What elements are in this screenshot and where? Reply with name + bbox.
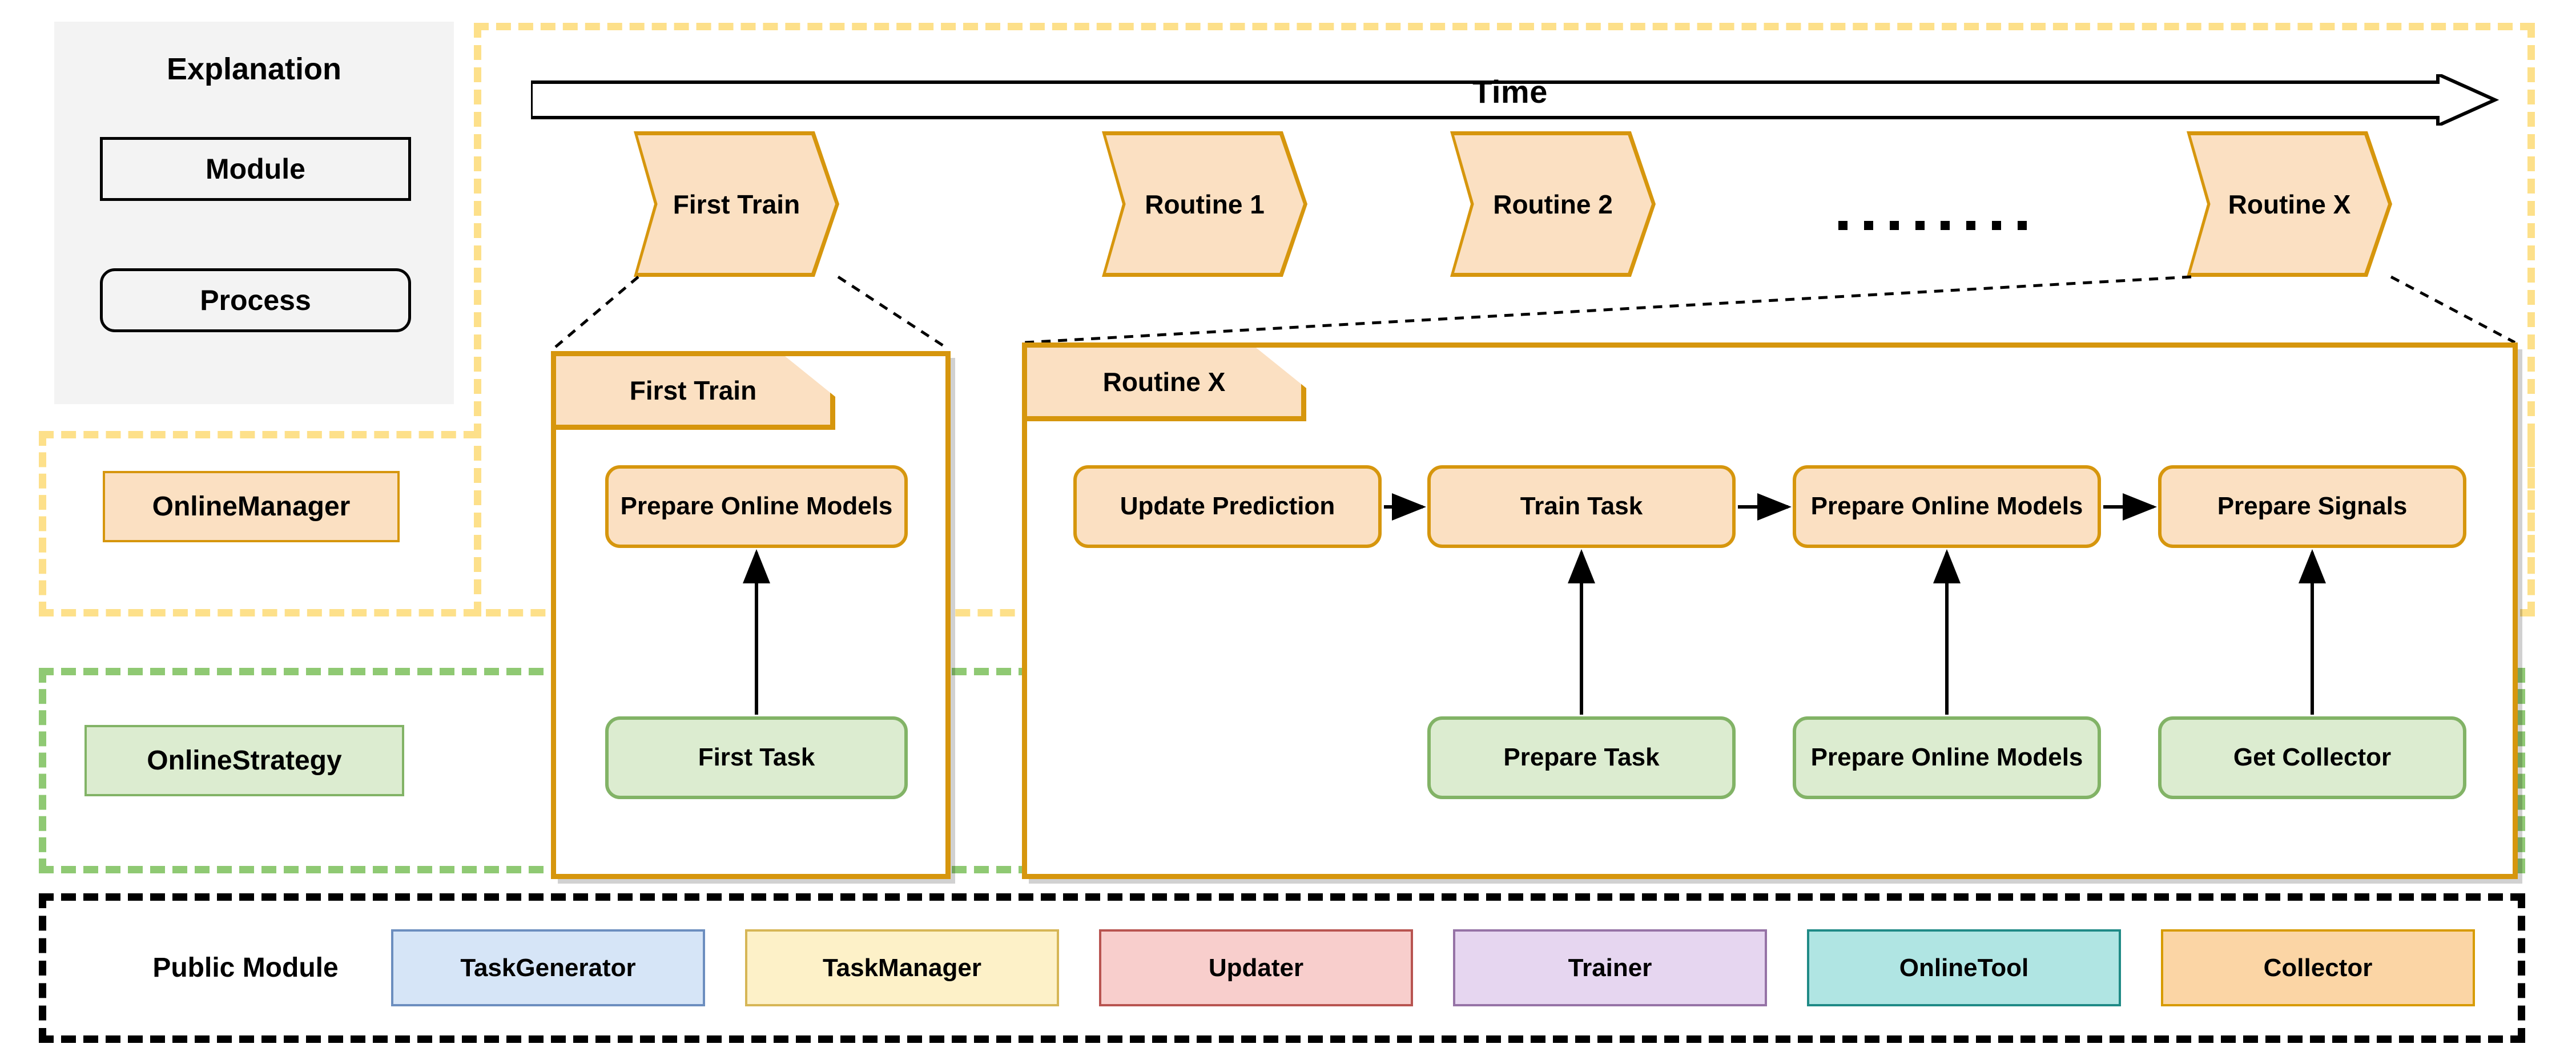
role-label-public-module: Public Module [152, 952, 339, 983]
ellipsis-dot [2017, 221, 2027, 230]
time-axis-arrow [531, 74, 2499, 126]
role-label-onlinestrategy: OnlineStrategy [84, 725, 404, 796]
ellipsis-dot [1966, 221, 1976, 230]
timeline-stage-4[interactable]: Routine X [2187, 131, 2392, 277]
public-module-box[interactable]: Collector [2161, 929, 2475, 1006]
legend-process-swatch: Process [100, 268, 411, 332]
process-box-strategy[interactable]: Prepare Task [1427, 716, 1736, 799]
public-module-box[interactable]: TaskManager [745, 929, 1059, 1006]
ellipsis-dot [1863, 221, 1873, 230]
process-box-manager[interactable]: Prepare Online Models [605, 465, 908, 548]
process-box-strategy[interactable]: Prepare Online Models [1793, 716, 2101, 799]
timeline-stage-label: Routine 1 [1106, 135, 1303, 273]
explanation-panel [54, 22, 454, 404]
ellipsis-dot [1838, 221, 1848, 230]
process-box-manager[interactable]: Prepare Online Models [1793, 465, 2101, 548]
process-box-manager[interactable]: Update Prediction [1073, 465, 1382, 548]
process-box-strategy[interactable]: First Task [605, 716, 908, 799]
process-box-strategy[interactable]: Get Collector [2158, 716, 2466, 799]
time-axis-label: Time [1472, 74, 1548, 110]
public-module-box[interactable]: Updater [1099, 929, 1413, 1006]
public-module-box[interactable]: OnlineTool [1807, 929, 2121, 1006]
ellipsis-dot [1941, 221, 1950, 230]
ellipsis-dot [1992, 221, 2002, 230]
legend-module-swatch: Module [100, 137, 411, 201]
timeline-stage-3[interactable]: Routine 2 [1450, 131, 1656, 277]
timeline-stage-label: First Train [638, 135, 835, 273]
timeline-stage-1[interactable]: First Train [634, 131, 839, 277]
public-module-box[interactable]: TaskGenerator [391, 929, 705, 1006]
group-tab-routine-x: Routine X [1027, 348, 1306, 421]
timeline-ellipsis-dots [1838, 217, 2027, 234]
ellipsis-dot [1915, 221, 1925, 230]
group-tab-first-train: First Train [556, 356, 835, 430]
explanation-title: Explanation [166, 52, 342, 86]
process-box-manager[interactable]: Prepare Signals [2158, 465, 2466, 548]
process-box-manager[interactable]: Train Task [1427, 465, 1736, 548]
ellipsis-dot [1889, 221, 1899, 230]
timeline-stage-2[interactable]: Routine 1 [1102, 131, 1307, 277]
role-label-onlinemanager: OnlineManager [103, 471, 400, 542]
timeline-stage-label: Routine 2 [1454, 135, 1652, 273]
public-module-box[interactable]: Trainer [1453, 929, 1767, 1006]
timeline-stage-label: Routine X [2191, 135, 2388, 273]
